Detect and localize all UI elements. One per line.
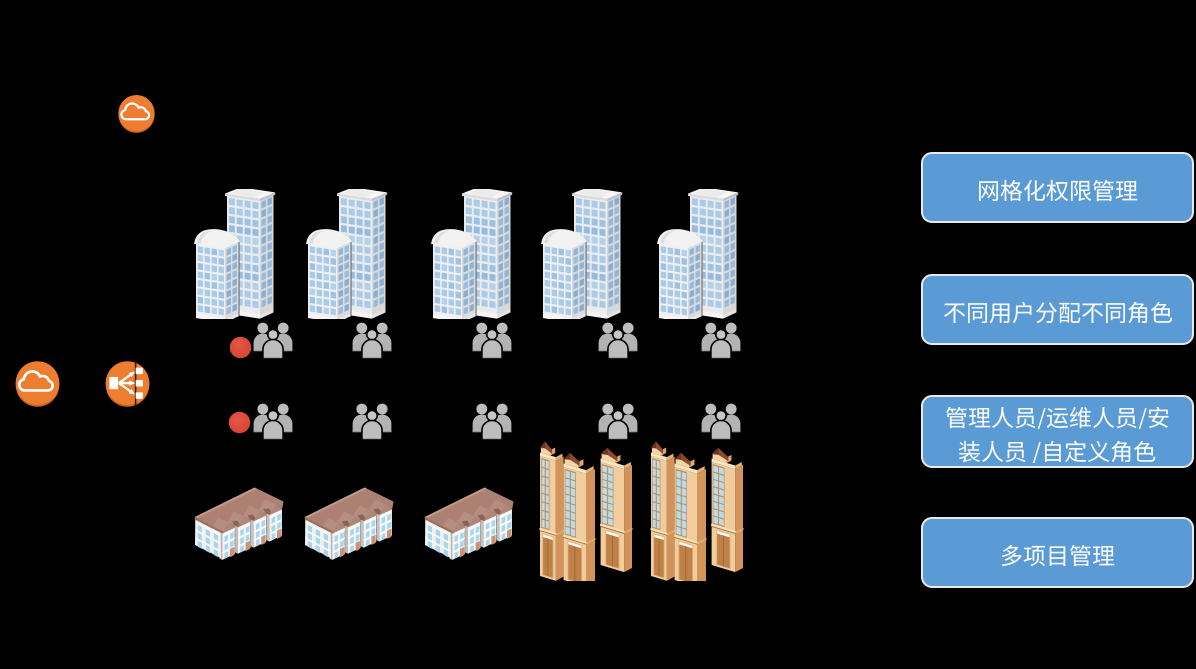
tan-tower-cluster bbox=[538, 441, 634, 581]
label-text-path bbox=[945, 406, 1169, 429]
people-group bbox=[701, 403, 741, 440]
people-group bbox=[701, 322, 741, 359]
people-group bbox=[598, 322, 638, 359]
callout-user-roles: 不同用户分配不同角色 bbox=[921, 274, 1194, 345]
people-group bbox=[598, 403, 638, 440]
office-buildings-cluster bbox=[306, 189, 390, 319]
callout-label: 网格化权限管理 bbox=[923, 154, 1192, 221]
low-rise-house bbox=[423, 487, 515, 565]
office-buildings-cluster bbox=[657, 189, 741, 319]
people-group bbox=[352, 322, 392, 359]
people-group bbox=[253, 403, 293, 440]
callout-label: 不同用户分配不同角色 bbox=[923, 276, 1192, 343]
callout-multi-project: 多项目管理 bbox=[921, 517, 1194, 588]
label-text-path bbox=[959, 440, 1156, 463]
tan-tower-cluster bbox=[649, 441, 745, 581]
cloud-icon bbox=[14, 360, 61, 407]
label-text-path bbox=[1001, 544, 1115, 567]
people-group bbox=[472, 403, 512, 440]
office-buildings-cluster bbox=[541, 189, 625, 319]
red-marker-dot bbox=[228, 411, 251, 434]
callout-label: 多项目管理 bbox=[923, 519, 1192, 586]
label-text-path bbox=[979, 179, 1138, 202]
people-group bbox=[472, 322, 512, 359]
callout-role-types: 管理人员/运维人员/安装人员 /自定义角色 bbox=[921, 395, 1194, 468]
office-buildings-cluster bbox=[194, 189, 278, 319]
callout-label: 管理人员/运维人员/安装人员 /自定义角色 bbox=[923, 397, 1192, 466]
cloud-icon bbox=[117, 94, 156, 133]
low-rise-house bbox=[193, 487, 285, 565]
people-group bbox=[352, 403, 392, 440]
label-text-path bbox=[943, 301, 1172, 324]
low-rise-house bbox=[303, 487, 395, 565]
load-balancer-icon bbox=[104, 360, 151, 407]
callout-grid-permission: 网格化权限管理 bbox=[921, 152, 1194, 223]
office-buildings-cluster bbox=[431, 189, 515, 319]
people-group bbox=[253, 322, 293, 359]
red-marker-dot bbox=[229, 336, 252, 359]
